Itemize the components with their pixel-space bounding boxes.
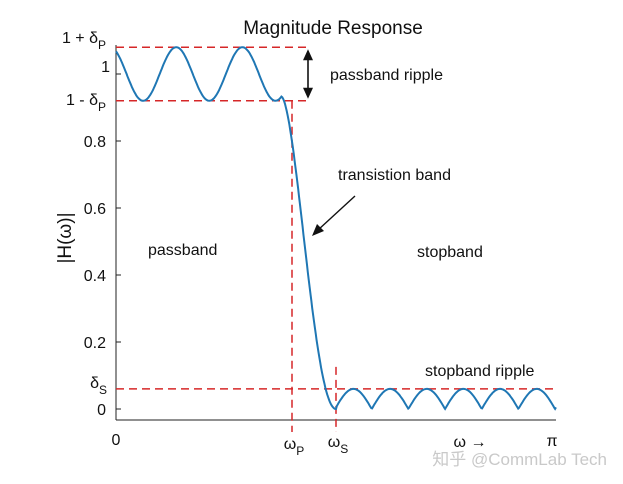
annotation-passband-ripple: passband ripple [330,67,443,84]
svg-text:ωP: ωP [284,436,305,458]
y-tick-label: 0.4 [84,268,106,285]
delta-s-label: δS [90,375,107,397]
annotation-passband: passband [148,242,217,259]
svg-text:ωS: ωS [328,434,349,456]
delta-p-upper-label: 1 + δP [62,30,106,52]
guide-lines [116,46,556,432]
passband-ripple-arrow [303,49,313,99]
svg-text:1 - δP: 1 - δP [66,92,106,114]
svg-text:δS: δS [90,375,107,397]
omega-s-label: ωS [328,434,349,456]
x-tick-pi: π [546,433,557,450]
series-line-magnitude [115,46,557,411]
y-tick-label: 1 [101,59,110,76]
y-tick-label: 0.6 [84,201,106,218]
annotation-transition-band: transistion band [338,167,451,184]
annotation-stopband-ripple: stopband ripple [425,363,535,380]
y-tick-label: 0 [97,402,106,419]
x-axis-label: ω → [454,434,487,451]
y-ticks: 0 0.2 0.4 0.6 0.8 1 [84,59,121,419]
svg-text:1 + δP: 1 + δP [62,30,106,52]
delta-p-lower-label: 1 - δP [66,92,106,114]
annotation-stopband: stopband [417,244,483,261]
y-axis-label: |H(ω)| [55,212,76,263]
y-tick-label: 0.2 [84,335,106,352]
transition-band-arrow [312,195,356,236]
x-tick-zero: 0 [112,432,121,449]
watermark: 知乎 @CommLab Tech [432,450,607,469]
omega-p-label: ωP [284,436,305,458]
y-tick-label: 0.8 [84,134,106,151]
chart-title: Magnitude Response [243,18,423,39]
